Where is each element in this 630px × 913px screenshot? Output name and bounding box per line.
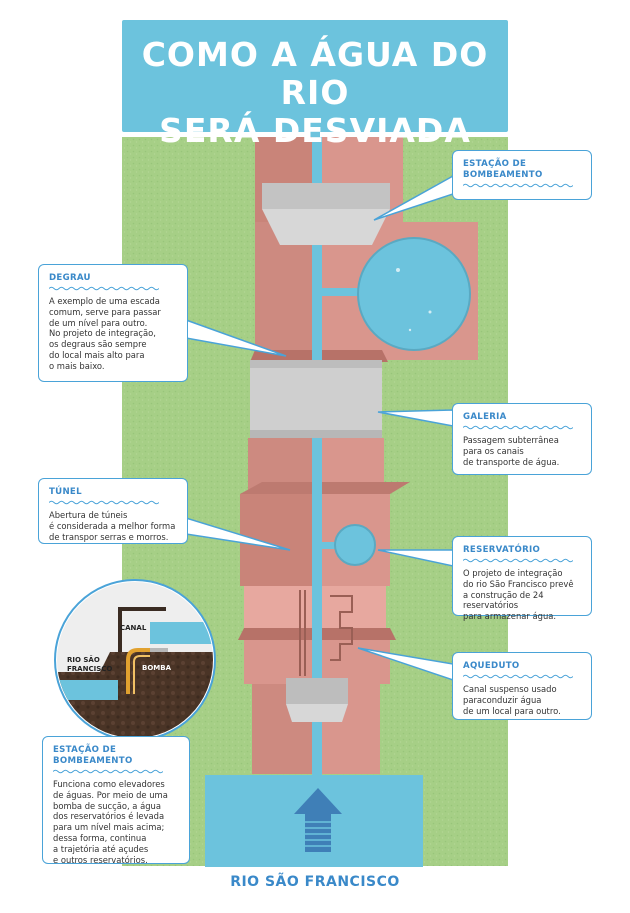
- callout-estacao-top: ESTAÇÃO DE BOMBEAMENTO: [452, 150, 592, 200]
- river-area: [205, 775, 423, 867]
- callout-line: dessa forma, continua: [53, 832, 147, 843]
- title-line-1: COMO A ÁGUA DO RIO: [141, 35, 489, 112]
- callout-title: TÚNEL: [49, 487, 82, 497]
- wave-divider-icon: [463, 183, 573, 188]
- callout-line: de um local para outro.: [463, 705, 561, 716]
- galeria-structure: [250, 360, 382, 438]
- page-title: COMO A ÁGUA DO RIO SERÁ DESVIADA: [122, 36, 508, 150]
- callout-line: é considerada a melhor forma: [49, 520, 176, 531]
- callout-line: os degraus são sempre: [49, 339, 147, 350]
- inset-label-bomba: BOMBA: [142, 664, 172, 672]
- callout-line: O projeto de integração: [463, 568, 563, 578]
- callout-line: para um nível mais acima;: [53, 822, 165, 833]
- inset-label-canal: CANAL: [120, 624, 147, 632]
- callout-body: O projeto de integração do rio São Franc…: [463, 568, 581, 622]
- callout-title-line1: ESTAÇÃO DE: [53, 745, 117, 755]
- callout-line: comum, serve para passar: [49, 306, 161, 317]
- callout-line: A exemplo de uma escada: [49, 296, 160, 306]
- callout-estacao-bottom: ESTAÇÃO DE BOMBEAMENTO Funciona como ele…: [42, 736, 190, 865]
- callout-pointers: [185, 174, 454, 682]
- callout-line: a trajetória até açudes: [53, 843, 149, 854]
- callout-line: dos reservatórios é levada: [53, 811, 165, 822]
- water-channel: [312, 137, 366, 777]
- wave-divider-icon: [49, 500, 159, 505]
- callout-title-line2: BOMBEAMENTO: [53, 756, 133, 766]
- callout-tunel: TÚNEL Abertura de túneis é considerada a…: [38, 478, 188, 544]
- callout-line: a construção de 24 reservatórios: [463, 589, 544, 611]
- inset-label-rio-line2: FRANCISCO: [67, 665, 112, 673]
- callout-line: Funciona como elevadores: [53, 779, 165, 789]
- callout-line: Passagem subterrânea: [463, 435, 559, 445]
- callout-line: No projeto de integração,: [49, 328, 156, 339]
- inset-diagram: CANAL RIO SÃO FRANCISCO BOMBA: [54, 579, 216, 741]
- callout-body: Funciona como elevadores de águas. Por m…: [53, 779, 179, 865]
- wave-divider-icon: [463, 425, 573, 430]
- title-line-2: SERÁ DESVIADA: [159, 111, 471, 150]
- callout-title: AQUEDUTO: [463, 661, 520, 671]
- callout-line: do local mais alto para: [49, 349, 145, 360]
- callout-reservatorio: RESERVATÓRIO O projeto de integração do …: [452, 536, 592, 621]
- wave-divider-icon: [49, 286, 159, 291]
- callout-title-line1: ESTAÇÃO DE: [463, 159, 527, 169]
- reservoir-large: [357, 237, 471, 351]
- callout-body: Passagem subterrânea para os canais de t…: [463, 435, 581, 467]
- callout-line: bomba de sucção, a água: [53, 800, 161, 811]
- callout-line: Abertura de túneis: [49, 510, 128, 520]
- callout-galeria: GALERIA Passagem subterrânea para os can…: [452, 403, 592, 475]
- callout-line: para os canais: [463, 445, 524, 456]
- title-banner: [122, 20, 508, 132]
- reservoir-small: [334, 524, 376, 566]
- pumping-station-bottom: [286, 678, 348, 722]
- wave-divider-icon: [53, 769, 163, 774]
- wave-divider-icon: [463, 558, 573, 563]
- wave-divider-icon: [463, 674, 573, 679]
- river-label: RIO SÃO FRANCISCO: [230, 874, 400, 890]
- callout-line: para armazenar água.: [463, 611, 557, 622]
- callout-degrau: DEGRAU A exemplo de uma escada comum, se…: [38, 264, 188, 382]
- callout-title: DEGRAU: [49, 273, 91, 283]
- callout-line: de um nível para outro.: [49, 317, 148, 328]
- callout-line: o mais baixo.: [49, 360, 105, 371]
- aqueduct-structure: [299, 590, 353, 676]
- callout-line: e outros reservatórios.: [53, 854, 148, 865]
- callout-title-line2: BOMBEAMENTO: [463, 170, 543, 180]
- callout-line: paraconduzir água: [463, 694, 542, 705]
- callout-body: A exemplo de uma escada comum, serve par…: [49, 296, 177, 372]
- callout-aqueduto: AQUEDUTO Canal suspenso usado paraconduz…: [452, 652, 592, 720]
- callout-title: RESERVATÓRIO: [463, 545, 541, 555]
- pumping-station-top: [262, 183, 390, 245]
- callout-title: GALERIA: [463, 412, 507, 422]
- callout-line: de transpor serras e morros.: [49, 531, 169, 542]
- callout-body: Canal suspenso usado paraconduzir água d…: [463, 684, 581, 716]
- callout-body: Abertura de túneis é considerada a melho…: [49, 510, 177, 542]
- callout-line: de águas. Por meio de uma: [53, 789, 168, 800]
- callout-line: Canal suspenso usado: [463, 684, 557, 694]
- callout-line: do rio São Francisco prevê: [463, 578, 574, 589]
- callout-line: de transporte de água.: [463, 456, 560, 467]
- inset-label-rio-line1: RIO SÃO: [67, 655, 100, 664]
